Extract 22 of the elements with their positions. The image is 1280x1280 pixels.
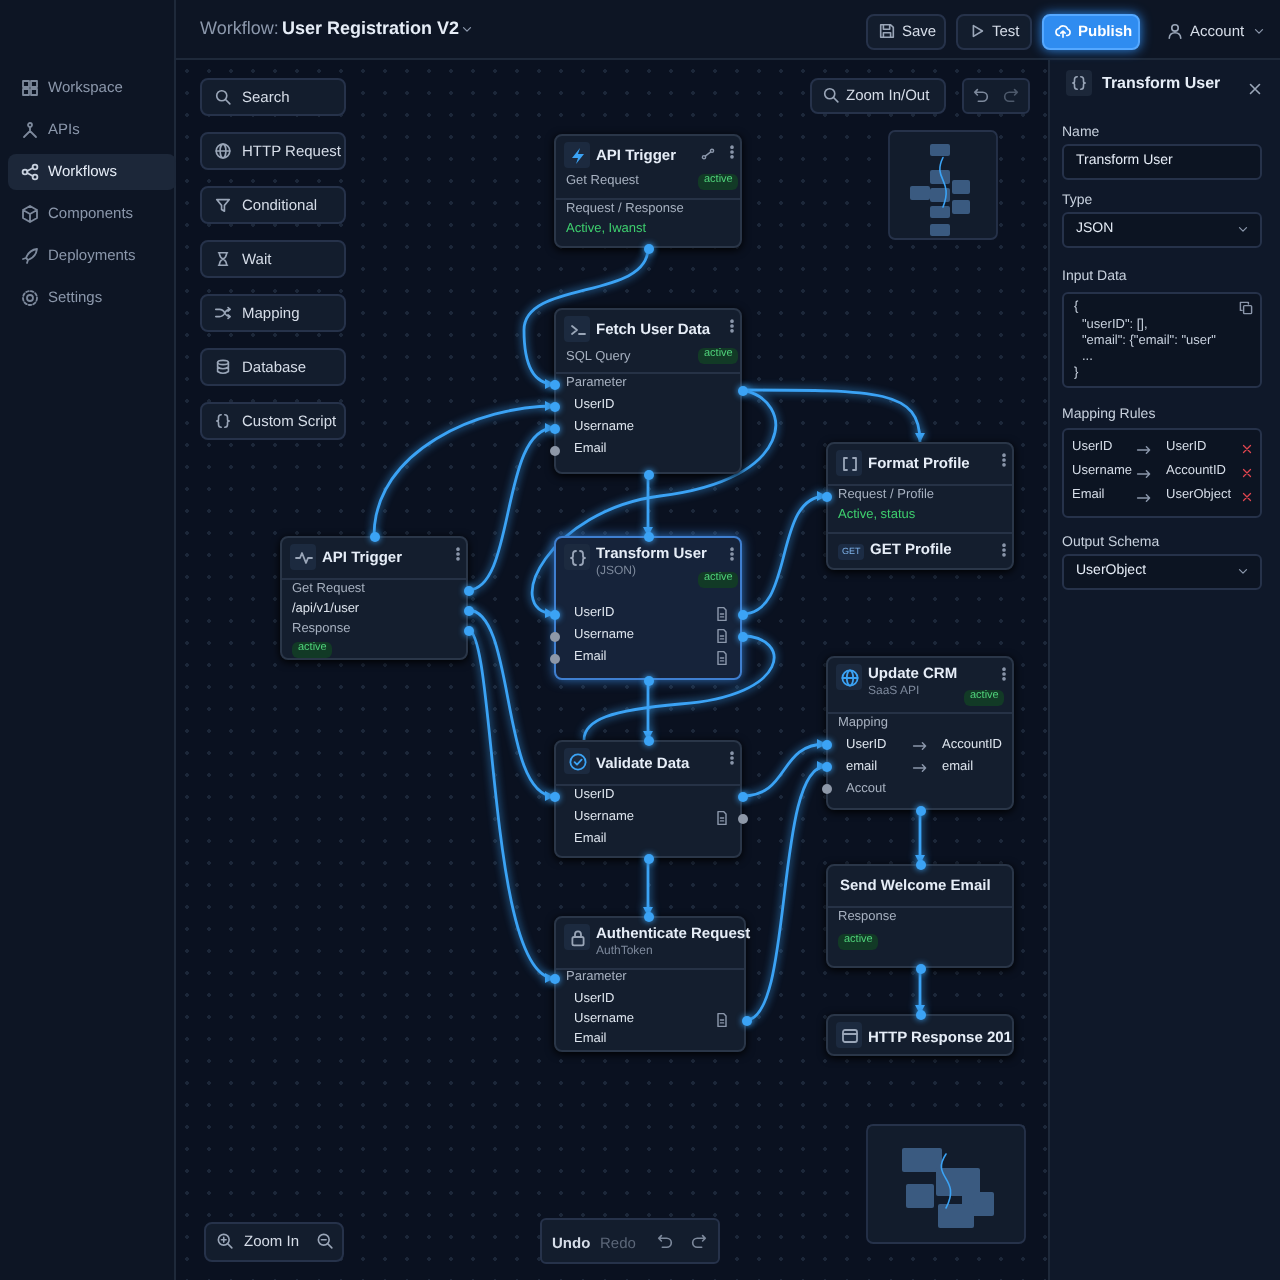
workflow-node-card [280,536,468,660]
connector-arrow [915,968,925,1015]
workflow-node-card [554,740,742,858]
workflow-node-card [554,134,742,248]
workflow-node-card [554,536,742,680]
workflow-node-card [826,864,1014,968]
connector-arrow [643,858,653,917]
connector-arrow [372,401,555,537]
workflow-node-card [554,308,742,474]
connector-arrow [466,629,555,980]
connector-arrow [643,680,653,741]
panel-title: Transform User [1102,76,1221,92]
workflow-node-card [826,656,1014,810]
workflow-node-card [554,916,746,1052]
connector-arrow [643,474,653,537]
breadcrumb-label: Workflow: [200,20,279,38]
connector-arrow [742,388,925,443]
connector-arrow [531,388,777,617]
workflow-node-card [826,442,1014,570]
connector-arrow [915,810,925,865]
workflow-node-card [826,1014,1014,1056]
workflow-title: User Registration V2 [282,20,460,38]
